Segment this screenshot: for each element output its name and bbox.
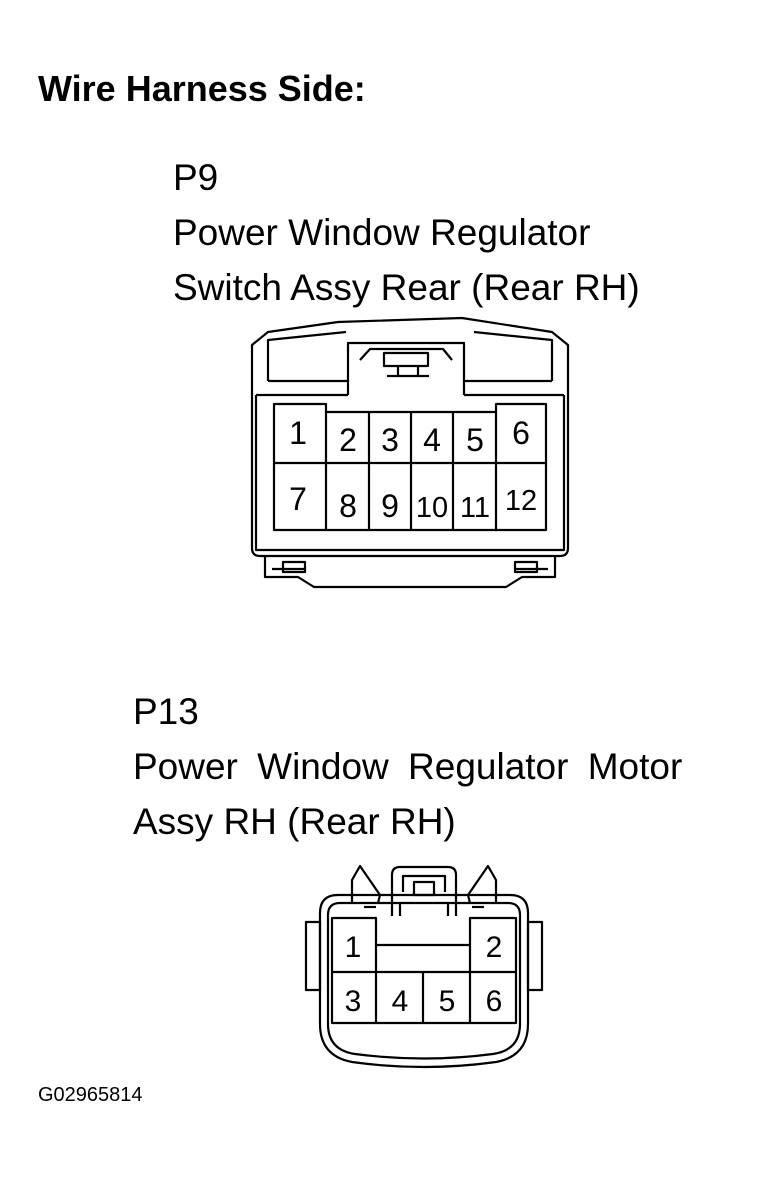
figure-code: G02965814 [38, 1084, 143, 1106]
p9-pin-3: 3 [381, 422, 399, 458]
p9-pin-4: 4 [423, 422, 441, 458]
p9-pin-10: 10 [416, 492, 448, 524]
p13-latch [390, 865, 458, 916]
p9-pin-5: 5 [466, 422, 484, 458]
p9-pin-12: 12 [505, 485, 537, 517]
p13-right-tab [526, 920, 544, 992]
p13-pin-labels: 1 2 3 4 5 6 [345, 931, 503, 1018]
p9-connector-label: P9 Power Window Regulator Switch Assy Re… [173, 150, 640, 315]
p9-connector-id: P9 [173, 157, 219, 198]
p9-bottom-rail [263, 556, 557, 589]
p9-pin-2: 2 [339, 422, 357, 458]
p13-pin-6: 6 [486, 985, 503, 1018]
p13-connector-drawing [304, 864, 544, 1069]
p9-pin-11: 11 [460, 492, 490, 524]
p13-pin-1: 1 [345, 931, 362, 964]
p9-latch [346, 341, 466, 395]
p13-left-tab [304, 920, 322, 992]
p9-connector-drawing [250, 316, 570, 589]
p13-housing-outline [318, 893, 530, 1069]
p13-pin-4: 4 [392, 985, 409, 1018]
p13-connector-name-line1: Power Window Regulator Motor [133, 746, 683, 787]
p13-pin-3: 3 [345, 985, 362, 1018]
p9-pin-6: 6 [512, 415, 530, 451]
p13-connector-label: P13 Power Window Regulator Motor Assy RH… [133, 684, 682, 849]
p9-pin-8: 8 [339, 488, 357, 524]
p9-connector-name-line2: Switch Assy Rear (Rear RH) [173, 267, 640, 308]
page-title: Wire Harness Side: [38, 68, 366, 109]
p13-connector-name-line2: Assy RH (Rear RH) [133, 801, 456, 842]
p13-right-hook [466, 864, 498, 904]
p9-pin-labels: 1 2 3 4 5 6 7 8 9 10 11 12 [289, 415, 537, 524]
p9-pin-9: 9 [381, 488, 399, 524]
p13-left-hook [350, 864, 382, 904]
p9-connector-name-line1: Power Window Regulator [173, 212, 591, 253]
p9-pin-7: 7 [289, 481, 307, 517]
p13-pin-2: 2 [486, 931, 503, 964]
p9-pin-1: 1 [289, 415, 307, 451]
p13-pin-5: 5 [439, 985, 456, 1018]
p13-connector-id: P13 [133, 691, 199, 732]
p9-housing-outline [250, 316, 570, 558]
